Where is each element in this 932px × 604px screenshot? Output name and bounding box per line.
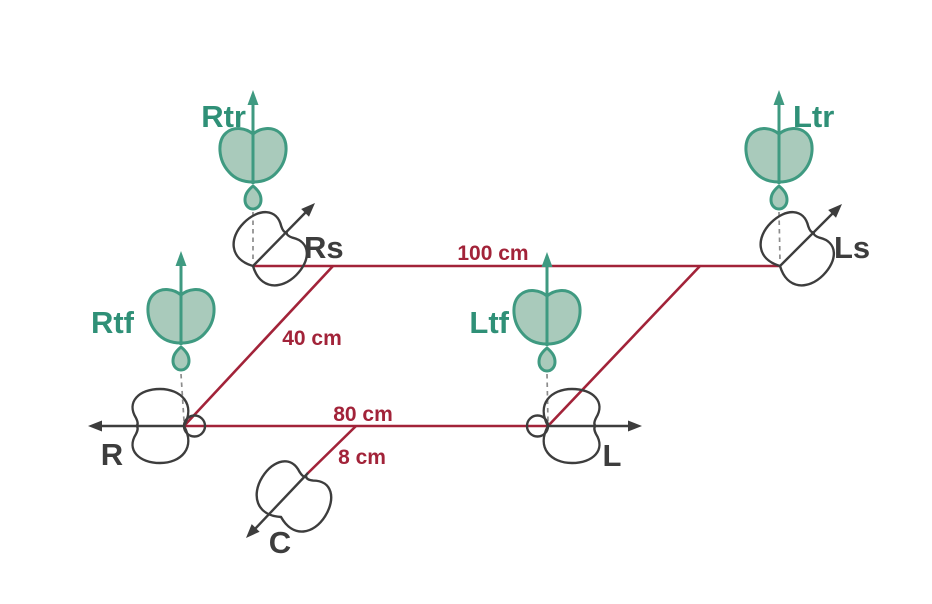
mic-rtf-pattern [146, 249, 216, 372]
mic-rtr-label: Rtr [201, 99, 246, 134]
ls-arrow-shaft [779, 212, 834, 267]
dimension-label-front-width: 80 cm [333, 403, 393, 426]
dimension-lines [183, 264, 781, 475]
l-arrow-icon [628, 420, 642, 432]
mic-c-pattern [246, 452, 341, 542]
c-arrow-shaft [253, 472, 309, 531]
rs-arrow-shaft [252, 211, 307, 267]
mic-rtf-label: Rtf [91, 305, 135, 340]
mic-ltr-label: Ltr [793, 99, 834, 134]
mic-ls-label: Ls [834, 230, 870, 265]
mic-ls-pattern [749, 202, 844, 297]
rs-arrow-icon [301, 203, 315, 217]
dimension-label-rear-width: 100 cm [457, 242, 528, 265]
mic-ltf-pattern [512, 250, 582, 373]
center-offset-line [306, 425, 357, 475]
mic-l-pattern [525, 387, 642, 465]
mic-c-label: C [269, 525, 291, 560]
left-depth-line [183, 265, 334, 427]
c-arrow-icon [246, 524, 260, 538]
dimension-label-depth: 40 cm [282, 327, 342, 350]
mic-r-label: R [101, 437, 123, 472]
mic-rs-pattern [222, 202, 317, 297]
mic-l-label: L [603, 438, 622, 473]
mic-ltf-label: Ltf [469, 305, 509, 340]
dimension-label-center-offset: 8 cm [338, 446, 386, 469]
ls-arrow-icon [828, 204, 842, 218]
r-arrow-icon [88, 420, 102, 432]
mic-rs-label: Rs [304, 230, 344, 265]
right-depth-line [547, 265, 701, 427]
mic-r-pattern [88, 387, 207, 465]
ltr-ls-dashed-line [778, 211, 781, 262]
